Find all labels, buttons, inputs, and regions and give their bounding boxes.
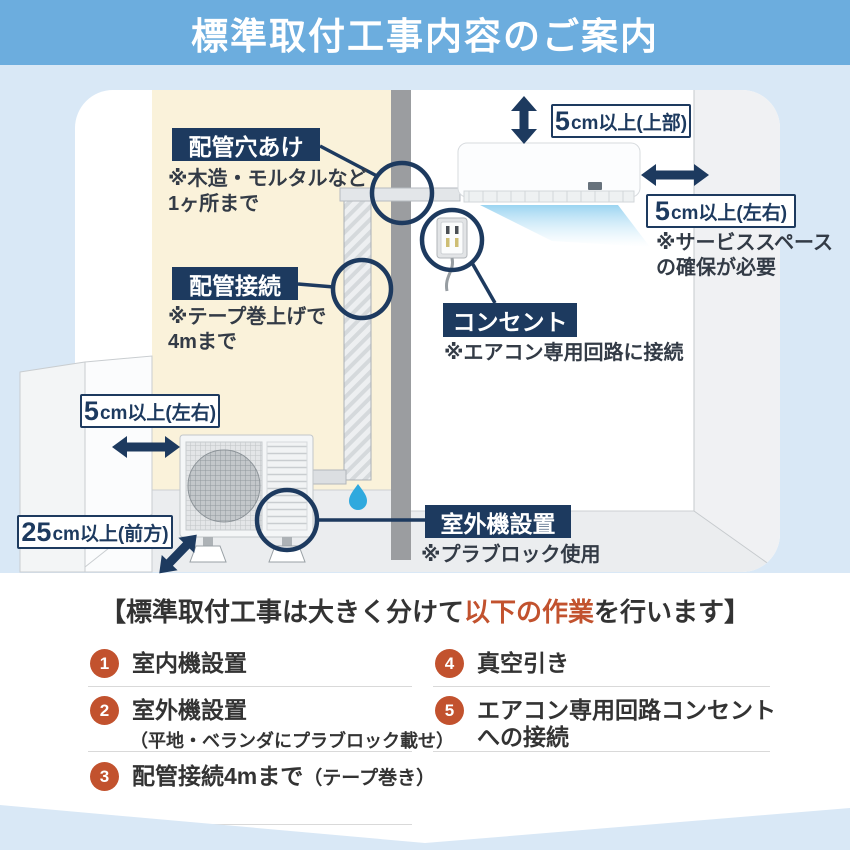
heading-highlight: 以下の作業 (463, 597, 594, 627)
outlet-note: ※エアコン専用回路に接続 (444, 342, 684, 364)
divider (433, 751, 770, 752)
outlet-icon (436, 217, 468, 292)
work-item-text: 室内機設置 (132, 650, 247, 676)
divider (88, 686, 412, 687)
outlet-circle (419, 207, 485, 273)
work-section-heading: 【標準取付工事は大きく分けて以下の作業を行います】 (99, 597, 751, 627)
pipe-hole-circle (369, 160, 435, 226)
outlet-label: コンセント (443, 303, 577, 337)
wall-pillar (391, 90, 411, 560)
taped-pipe (343, 200, 372, 481)
arrow-diagonal-icon (159, 534, 197, 574)
pipe-connect-label: 配管接続 (172, 267, 298, 300)
work-item-text: 真空引き (477, 650, 569, 676)
pipe-connect-note: ※テープ巻上げで 4mまで (168, 306, 327, 353)
divider (433, 686, 770, 687)
outdoor-unit-note: ※プラブロック使用 (421, 544, 601, 566)
clearance-right-note: ※サービススペース の確保が必要 (656, 232, 834, 279)
divider (88, 751, 412, 752)
airflow (480, 205, 650, 247)
pipe-hole-note: ※木造・モルタルなど 1ヶ所まで (168, 168, 368, 215)
work-item-number: 2 (90, 696, 119, 725)
louver (463, 190, 635, 203)
plastic-block-circle (254, 487, 320, 553)
arrow-left-right-icon (112, 436, 180, 458)
arrow-up-down-icon (511, 96, 537, 144)
work-item-text: 室外機設置 (132, 697, 247, 723)
arrow-left-right-icon (641, 164, 709, 186)
side-wall (694, 90, 780, 572)
highlight-circles (254, 160, 485, 553)
indoor-unit-illustration (457, 142, 650, 247)
work-item-number: 1 (90, 649, 119, 678)
clearance-arrows (112, 96, 709, 574)
bottom-wave-decoration (0, 805, 850, 850)
divider (88, 824, 412, 825)
callout-lines (297, 144, 497, 522)
installation-diagram (19, 90, 780, 574)
header-banner: 標準取付工事内容のご案内 (0, 0, 850, 65)
work-item-number: 4 (435, 649, 464, 678)
pipe-hole-label: 配管穴あけ (172, 128, 320, 161)
page-title: 標準取付工事内容のご案内 (191, 15, 659, 57)
outdoor-unit-illustration (179, 434, 314, 563)
outdoor-unit-label: 室外機設置 (425, 505, 571, 538)
indicator (588, 182, 602, 190)
water-drop-icon (349, 484, 367, 510)
work-item-subtext: （平地・ベランダにプラブロック載せ） (130, 731, 454, 751)
work-item-text: 配管接続4mまで（テープ巻き） (132, 763, 436, 789)
plastic-block (189, 545, 227, 563)
work-item-text: エアコン専用回路コンセントへの接続 (477, 697, 776, 750)
pipe-connect-circle (330, 257, 394, 321)
work-item-number: 5 (435, 696, 464, 725)
work-item-subtext: （テープ巻き） (303, 768, 436, 789)
work-item-number: 3 (90, 762, 119, 791)
pipe-stub (307, 469, 347, 485)
